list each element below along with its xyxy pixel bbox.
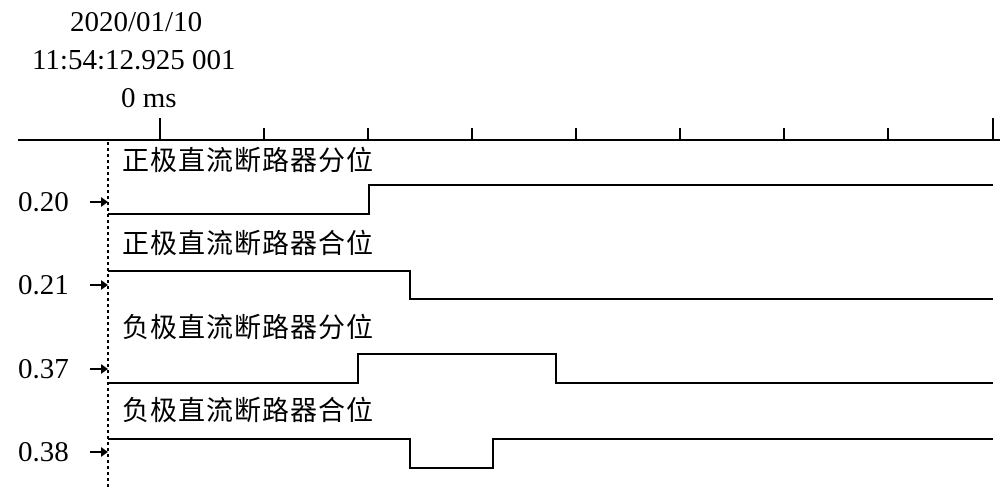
waveform-0-21 xyxy=(108,270,993,300)
record-time: 11:54:12.925 001 xyxy=(32,44,236,76)
channel-title: 正极直流断路器合位 xyxy=(122,229,374,260)
zero-time-label: 0 ms xyxy=(121,82,177,114)
channel-number: 0.38 xyxy=(18,436,69,468)
channel-number: 0.37 xyxy=(18,353,69,385)
record-date: 2020/01/10 xyxy=(70,6,203,38)
channel-arrow xyxy=(90,364,108,374)
channel-arrow xyxy=(90,447,108,457)
waveform-0-37 xyxy=(108,353,993,384)
time-axis-ticks xyxy=(159,118,994,140)
channel-arrow xyxy=(90,280,108,290)
channel-number: 0.20 xyxy=(18,186,69,218)
channel-number: 0.21 xyxy=(18,269,69,301)
waveform-0-38 xyxy=(108,438,993,469)
channel-title: 负极直流断路器分位 xyxy=(122,313,374,344)
channel-title: 正极直流断路器分位 xyxy=(122,146,374,177)
channel-title: 负极直流断路器合位 xyxy=(122,396,374,427)
waveform-0-20 xyxy=(108,184,993,215)
channel-arrow xyxy=(90,197,108,207)
